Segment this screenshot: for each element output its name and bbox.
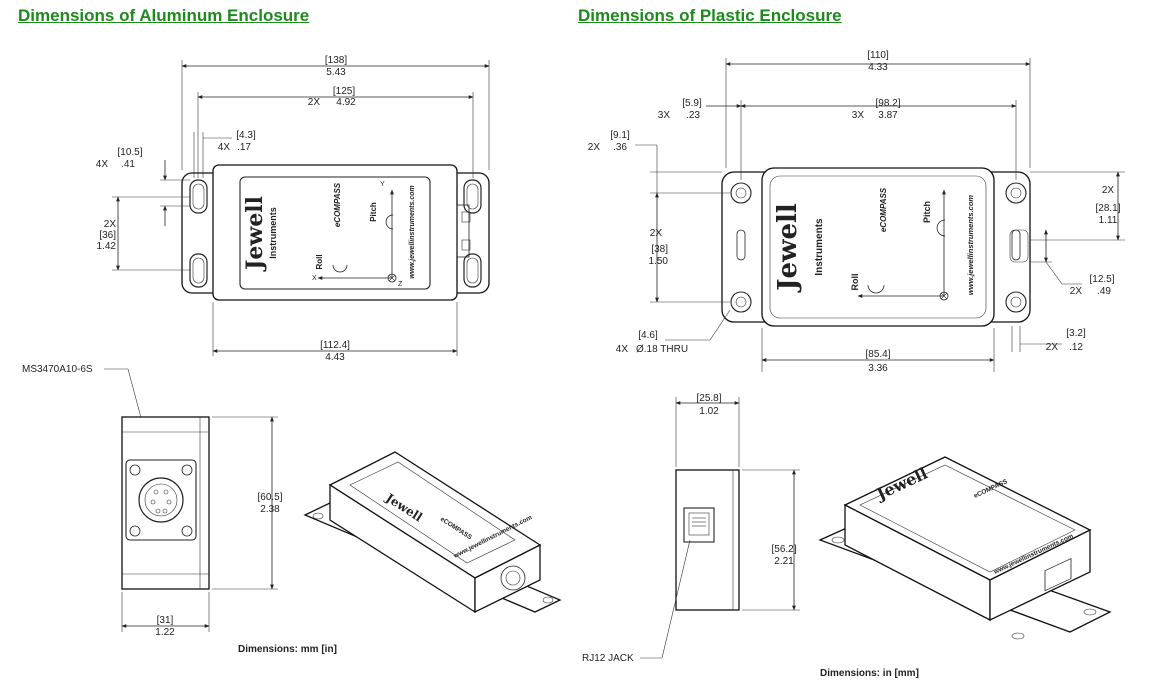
alu-holes-mm: [125] (333, 86, 355, 97)
alu-slot-prefix: 4X (218, 142, 231, 153)
pl-height-mm: [56.2] (771, 544, 796, 555)
pl-tab-mm: [5.9] (682, 98, 702, 109)
pl-holes-mm: [98.2] (875, 98, 900, 109)
alu-body-in: 4.43 (325, 352, 345, 363)
alu-tab-mm: [10.5] (117, 147, 142, 158)
pl-thru-in: Ø.18 THRU (636, 344, 688, 355)
pl-height-in: 2.21 (774, 556, 794, 567)
plastic-model: eCOMPASS (879, 187, 888, 232)
alu-holes-prefix: 2X (308, 97, 321, 108)
aluminum-model: eCOMPASS (333, 182, 342, 227)
aluminum-x-axis: X (312, 275, 317, 282)
pl-body-mm: [85.4] (865, 349, 890, 360)
pl-slot-prefix: 2X (1070, 286, 1083, 297)
pl-right-prefix: 2X (1102, 185, 1115, 196)
pl-jack-label: RJ12 JACK (582, 653, 634, 664)
alu-slot-in: .17 (237, 142, 251, 153)
alu-tab-prefix: 4X (96, 159, 109, 170)
alu-body-mm: [112.4] (320, 340, 350, 351)
plastic-pitch: Pitch (922, 201, 932, 223)
plastic-brand-sub: Instruments (814, 218, 825, 276)
plastic-end-view: [25.8] 1.02 [56.2] 2.21 RJ12 JACK (582, 393, 800, 664)
pl-wall-mm: [3.2] (1066, 328, 1086, 339)
alu-depth-mm: [31] (157, 615, 174, 626)
alu-height-mm: [60.5] (257, 492, 282, 503)
plastic-top-view: Jewell Instruments eCOMPASS www.jewellin… (588, 50, 1125, 374)
pl-tab-prefix: 3X (658, 110, 671, 121)
alu-holes-in: 4.92 (336, 97, 356, 108)
alu-vspan-mm: [36] (99, 230, 116, 241)
pl-thru-mm: [4.6] (638, 330, 658, 341)
alu-units-note: Dimensions: mm [in] (238, 644, 337, 655)
pl-slot-in: .49 (1097, 286, 1111, 297)
pl-overall-mm: [110] (867, 50, 889, 61)
pl-vspan-in: 1.50 (649, 256, 669, 267)
plastic-heading: Dimensions of Plastic Enclosure (578, 6, 842, 25)
pl-wall-in: .12 (1069, 342, 1083, 353)
pl-depth-mm: [25.8] (696, 393, 721, 404)
pl-thru-prefix: 4X (616, 344, 629, 355)
plastic-roll: Roll (850, 274, 860, 291)
alu-tab-in: .41 (121, 159, 135, 170)
aluminum-roll-label: Roll (315, 254, 324, 269)
pl-vspan-prefix: 2X (650, 228, 663, 239)
aluminum-pitch-label: Pitch (369, 202, 378, 222)
pl-wall-prefix: 2X (1046, 342, 1059, 353)
pl-overall-in: 4.33 (868, 62, 888, 73)
aluminum-z-axis: Z (398, 281, 403, 288)
aluminum-url: www.jewellinstruments.com (409, 185, 416, 279)
pl-body-in: 3.36 (868, 363, 888, 374)
alu-slot-mm: [4.3] (236, 130, 256, 141)
plastic-brand: Jewell (773, 203, 803, 293)
plastic-url: www.jewellinstruments.com (966, 195, 975, 295)
pl-vspan-mm: [38] (651, 244, 668, 255)
pl-holes-prefix: 3X (852, 110, 865, 121)
alu-vspan-prefix: 2X (104, 219, 117, 230)
pl-right-mm: [28.1] (1095, 203, 1120, 214)
aluminum-top-view: Jewell Instruments eCOMPASS www.jewellin… (96, 55, 490, 363)
pl-holes-in: 3.87 (878, 110, 898, 121)
aluminum-iso-view: Jewell eCOMPASS www.jewellinstruments.co… (238, 451, 562, 655)
aluminum-heading: Dimensions of Aluminum Enclosure (18, 6, 310, 25)
pl-units-note: Dimensions: in [mm] (820, 668, 919, 679)
pl-tab-in: .23 (686, 110, 700, 121)
pl-top-in: .36 (613, 142, 627, 153)
aluminum-end-view: MS3470A10-6S [60.5] 2.38 [31] 1.22 (22, 364, 283, 638)
pl-depth-in: 1.02 (699, 406, 719, 417)
plastic-iso-view: Jewell eCOMPASS www.jewellinstruments.co… (818, 456, 1112, 679)
alu-connector-label: MS3470A10-6S (22, 364, 93, 375)
alu-overall-mm: [138] (325, 55, 347, 66)
alu-vspan-in: 1.42 (97, 241, 117, 252)
alu-depth-in: 1.22 (155, 627, 175, 638)
pl-slot-mm: [12.5] (1089, 274, 1114, 285)
pl-right-in: 1.11 (1099, 215, 1118, 226)
aluminum-brand-sub: Instruments (268, 207, 278, 259)
pl-top-prefix: 2X (588, 142, 601, 153)
pl-top-mm: [9.1] (610, 130, 630, 141)
alu-height-in: 2.38 (260, 504, 280, 515)
alu-overall-in: 5.43 (326, 67, 346, 78)
aluminum-brand: Jewell (242, 196, 268, 272)
aluminum-y-axis: Y (380, 181, 385, 188)
